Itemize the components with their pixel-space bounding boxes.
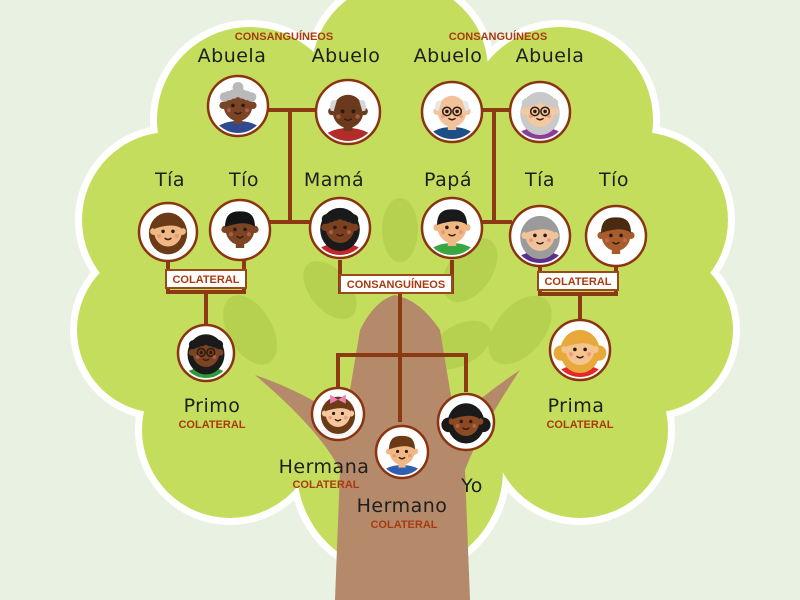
person-mama [308, 196, 372, 260]
person-primo [176, 323, 236, 383]
person-tia-left [137, 201, 199, 263]
label-prima: Prima [548, 395, 605, 417]
relation-colateral-left-box: COLATERAL [165, 269, 247, 289]
person-abuela-left [206, 74, 270, 138]
label-yo: Yo [460, 475, 483, 497]
label-abuela-right: Abuela [516, 45, 585, 67]
cousin-girl-pigtails-icon [553, 329, 607, 377]
label-abuela-left: Abuela [198, 45, 267, 67]
label-tio-right: Tío [598, 169, 629, 191]
label-hermana: Hermana [279, 456, 370, 478]
relation-consanguineos-right: CONSANGUÍNEOS [449, 30, 547, 43]
person-hermano [374, 424, 430, 480]
aunt-gray-hair-icon [514, 215, 566, 263]
relation-consanguineos-left: CONSANGUÍNEOS [235, 30, 333, 43]
grandmother-gray-hair-icon [212, 82, 264, 133]
me-girl-pigtails-icon [441, 403, 491, 447]
mother-curly-hair-icon [314, 207, 366, 255]
relation-colateral-left: COLATERAL [172, 274, 239, 286]
label-mama: Mamá [304, 169, 364, 191]
person-tio-left [208, 198, 272, 262]
label-tio-left: Tío [228, 169, 259, 191]
person-abuelo-right [420, 80, 484, 144]
cousin-boy-glasses-icon [182, 334, 230, 378]
label-primo: Primo [184, 395, 241, 417]
label-tia-left: Tía [154, 169, 185, 191]
label-papa: Papá [424, 169, 472, 191]
grandmother-glasses-icon [514, 91, 566, 139]
person-abuelo-left [314, 78, 382, 146]
label-abuelo-left: Abuelo [312, 45, 381, 67]
grandfather-bald-icon [320, 94, 376, 141]
person-tio-right [584, 204, 648, 268]
label-tia-right: Tía [524, 169, 555, 191]
sister-bow-icon [315, 394, 361, 437]
aunt-brown-hair-icon [143, 212, 193, 258]
relation-consanguineos-center-box: CONSANGUÍNEOS [339, 274, 453, 294]
label-hermano: Hermano [357, 495, 448, 517]
label-abuelo-right: Abuelo [414, 45, 483, 67]
relation-colateral-right: COLATERAL [544, 276, 611, 288]
person-hermana [310, 386, 366, 442]
father-short-hair-icon [426, 209, 478, 255]
uncle-black-hair-icon [214, 211, 266, 257]
brother-icon [379, 435, 425, 475]
grandfather-glasses-icon [426, 95, 478, 139]
uncle-brown-hair-icon [590, 217, 642, 263]
person-tia-right [508, 204, 572, 268]
person-prima [548, 318, 612, 382]
relation-colateral-primo: COLATERAL [178, 419, 245, 431]
relation-colateral-right-box: COLATERAL [537, 271, 619, 291]
people-layer [137, 74, 648, 480]
relation-colateral-hermano: COLATERAL [370, 519, 437, 531]
relation-colateral-prima: COLATERAL [546, 419, 613, 431]
person-papa [420, 196, 484, 260]
person-abuela-right [508, 80, 572, 144]
relation-colateral-hermana: COLATERAL [292, 479, 359, 491]
relation-consanguineos-center: CONSANGUÍNEOS [347, 278, 445, 291]
person-yo [436, 392, 496, 452]
